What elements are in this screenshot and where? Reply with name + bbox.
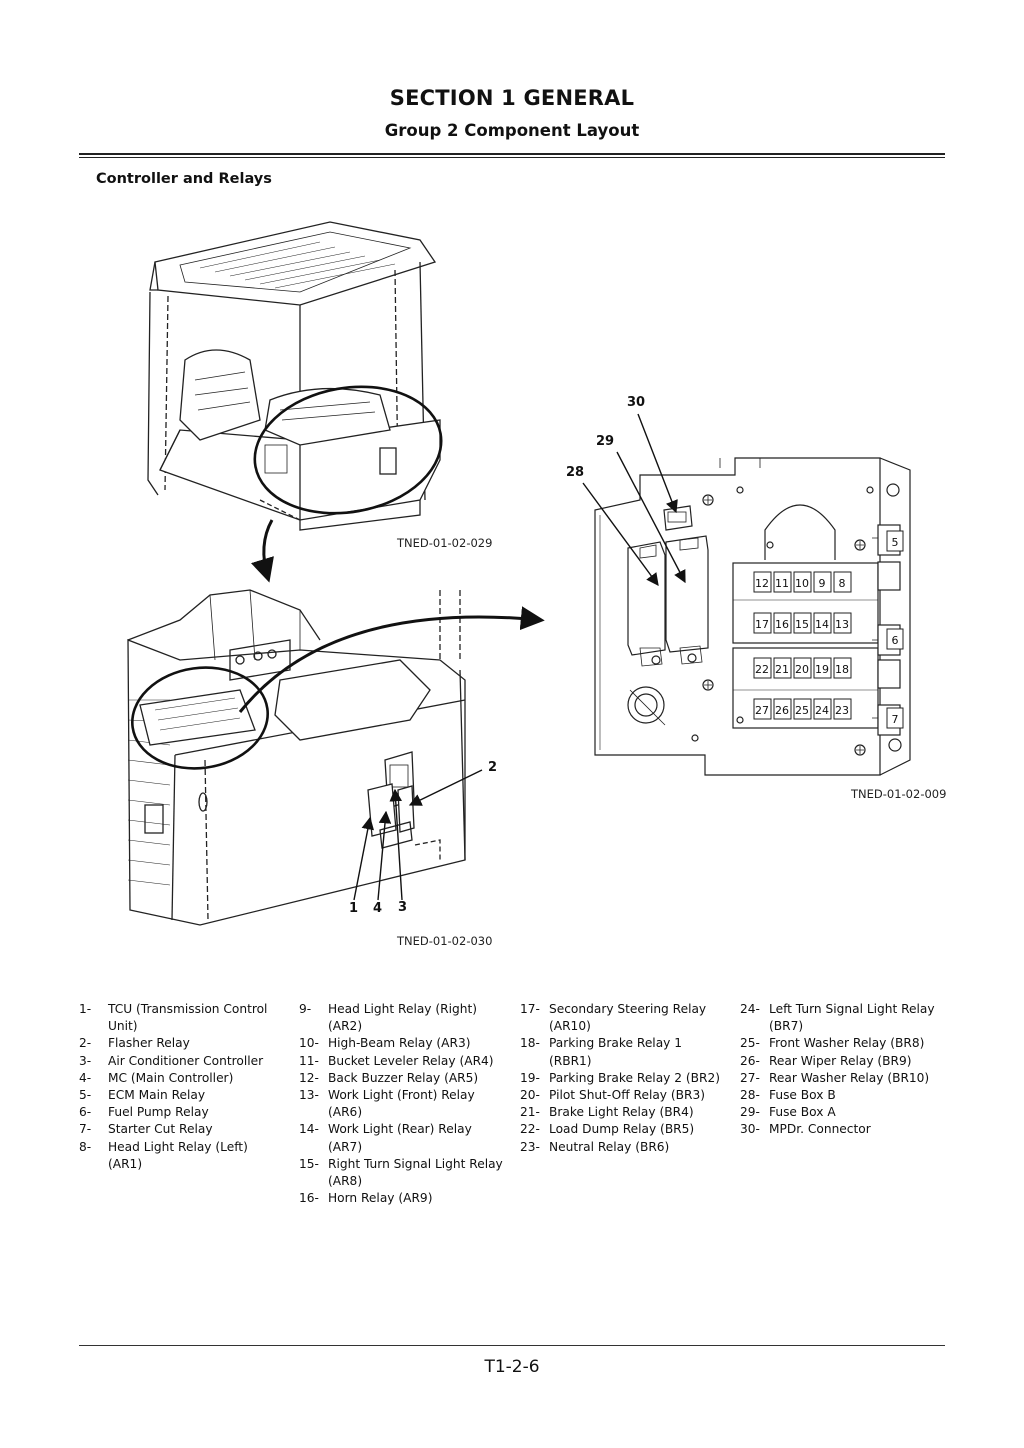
page-number: T1-2-6: [484, 1357, 540, 1377]
legend-item: 26-Rear Wiper Relay (BR9): [740, 1053, 912, 1068]
group-subtitle: Group 2 Component Layout: [384, 121, 640, 140]
legend-item: 14-Work Light (Rear) Relay (AR7): [299, 1122, 472, 1154]
legend-column-2: 9-Head Light Relay (Right) (AR2) 10-High…: [299, 1001, 509, 1207]
callout-2: 2: [488, 760, 498, 775]
relay-12: 12: [755, 577, 769, 590]
figure-id-top: TNED-01-02-029: [397, 536, 493, 550]
legend-item: 2-Flasher Relay: [79, 1036, 190, 1051]
section-heading: Controller and Relays: [96, 171, 272, 187]
callout-3: 3: [398, 900, 408, 915]
relay-22: 22: [755, 663, 769, 676]
relay-24: 24: [815, 704, 829, 717]
legend-item: 18-Parking Brake Relay 1 (RBR1): [520, 1036, 683, 1068]
callout-29: 29: [596, 434, 615, 449]
console-drawing: [127, 589, 466, 926]
relay-20: 20: [795, 663, 809, 676]
legend-item: 10-High-Beam Relay (AR3): [299, 1036, 471, 1051]
legend-item: 25-Front Washer Relay (BR8): [740, 1036, 925, 1051]
footer-rule: [79, 1345, 945, 1346]
legend-item: 27-Rear Washer Relay (BR10): [740, 1070, 930, 1085]
leader-29: [616, 451, 686, 584]
legend-item: 28-Fuse Box B: [740, 1088, 836, 1103]
legend-column-4: 24-Left Turn Signal Light Relay (BR7) 25…: [740, 1001, 940, 1139]
figure-id-bottom: TNED-01-02-030: [397, 934, 493, 948]
relay-26: 26: [775, 704, 789, 717]
callout-4: 4: [373, 901, 383, 916]
header-rule-thick: [79, 153, 945, 155]
legend-item: 23-Neutral Relay (BR6): [520, 1139, 670, 1154]
legend-item: 12-Back Buzzer Relay (AR5): [299, 1070, 479, 1085]
cab-drawing: [147, 221, 441, 531]
relay-number-labels: 12 11 10 9 8 17 16 15 14 13 22 21 20 19 …: [755, 536, 899, 726]
leader-28: [582, 482, 659, 587]
legend-item: 24-Left Turn Signal Light Relay (BR7): [740, 1002, 935, 1034]
highlight-oval-top: [253, 385, 443, 515]
relay-25: 25: [795, 704, 809, 717]
legend-item: 21-Brake Light Relay (BR4): [520, 1105, 694, 1120]
callout-28: 28: [566, 465, 585, 480]
relay-7: 7: [892, 713, 899, 726]
highlight-oval-bottom: [131, 666, 269, 770]
header-rule-thin: [79, 157, 945, 158]
legend-item: 15-Right Turn Signal Light Relay (AR8): [299, 1156, 503, 1189]
relay-11: 11: [775, 577, 789, 590]
leader-4: [377, 810, 392, 901]
relay-15: 15: [795, 618, 809, 631]
legend-item: 13-Work Light (Front) Relay (AR6): [299, 1088, 475, 1120]
relay-10: 10: [795, 577, 809, 590]
relay-18: 18: [835, 663, 849, 676]
relay-19: 19: [815, 663, 829, 676]
leader-1: [353, 816, 375, 901]
relay-6: 6: [892, 634, 899, 647]
legend-item: 29-Fuse Box A: [740, 1105, 836, 1120]
leader-3: [389, 788, 403, 901]
legend-item: 19-Parking Brake Relay 2 (BR2): [520, 1070, 720, 1085]
legend-item: 3-Air Conditioner Controller: [79, 1053, 264, 1068]
legend-item: 5-ECM Main Relay: [79, 1088, 206, 1103]
legend-item: 8-Head Light Relay (Left) (AR1): [79, 1139, 248, 1171]
relay-8: 8: [839, 577, 846, 590]
legend-item: 6-Fuel Pump Relay: [79, 1105, 209, 1120]
fuse-box-drawing: [594, 457, 911, 776]
relay-23: 23: [835, 704, 849, 717]
arrow-down: [250, 519, 274, 583]
section-title: SECTION 1 GENERAL: [389, 86, 635, 110]
legend-item: 30-MPDr. Connector: [740, 1122, 871, 1137]
legend-item: 16-Horn Relay (AR9): [299, 1191, 433, 1206]
arrow-right: [238, 606, 545, 713]
legend-item: 9-Head Light Relay (Right) (AR2): [299, 1002, 477, 1034]
legend-column-3: 17-Secondary Steering Relay (AR10) 18-Pa…: [520, 1001, 725, 1156]
callout-30: 30: [627, 395, 646, 410]
legend-item: 11-Bucket Leveler Relay (AR4): [299, 1053, 494, 1068]
legend-column-1: 1-TCU (Transmission Control Unit) 2-Flas…: [79, 1001, 284, 1173]
legend-item: 20-Pilot Shut-Off Relay (BR3): [520, 1088, 705, 1103]
legend-item: 17-Secondary Steering Relay (AR10): [520, 1002, 707, 1034]
legend-item: 1-TCU (Transmission Control Unit): [79, 1002, 268, 1034]
relay-numbers: [753, 530, 904, 729]
legend-item: 7-Starter Cut Relay: [79, 1122, 213, 1137]
legend-item: 22-Load Dump Relay (BR5): [520, 1122, 695, 1137]
leader-2: [408, 769, 483, 806]
relay-5: 5: [892, 536, 899, 549]
relay-16: 16: [775, 618, 789, 631]
relay-17: 17: [755, 618, 769, 631]
relay-21: 21: [775, 663, 789, 676]
leader-30: [637, 413, 678, 514]
callout-1: 1: [349, 901, 359, 916]
relay-27: 27: [755, 704, 769, 717]
relay-14: 14: [815, 618, 829, 631]
relay-13: 13: [835, 618, 849, 631]
legend-item: 4-MC (Main Controller): [79, 1070, 234, 1085]
figure-id-right: TNED-01-02-009: [851, 787, 947, 801]
relay-9: 9: [819, 577, 826, 590]
